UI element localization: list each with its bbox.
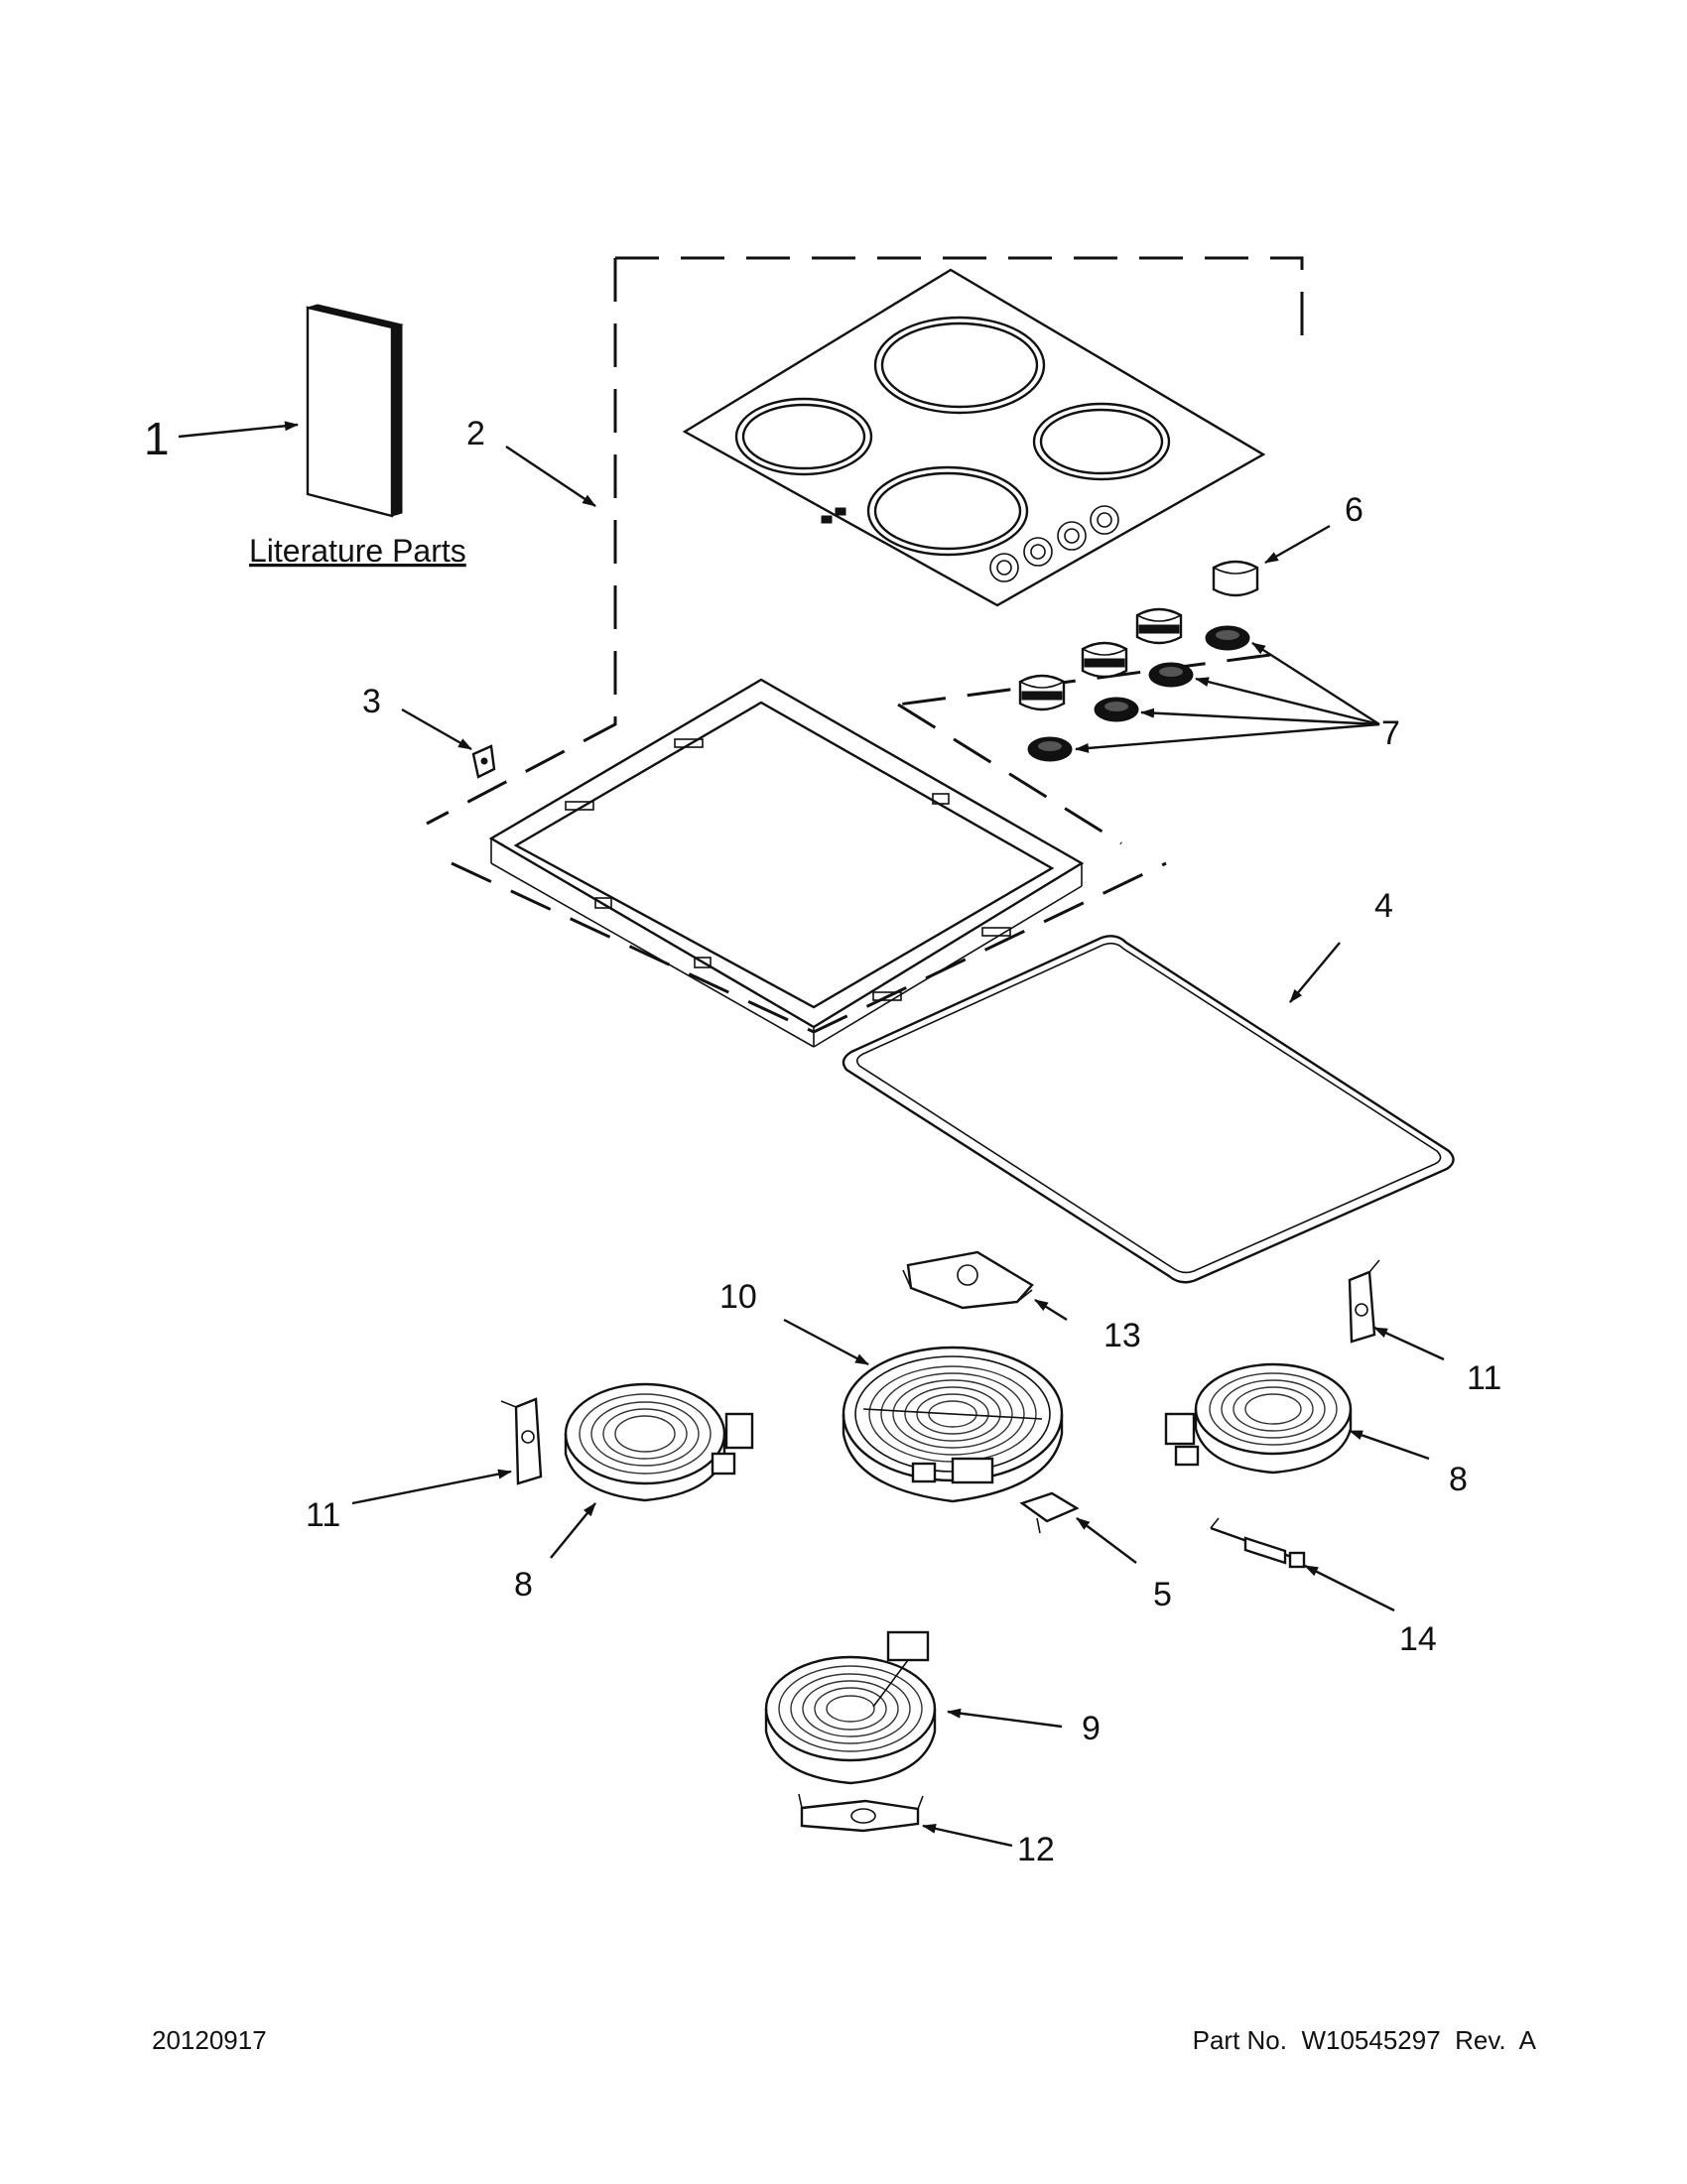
small-radiant-element-left xyxy=(564,1382,754,1502)
small-radiant-element-right xyxy=(1164,1362,1353,1475)
callout-12: 12 xyxy=(1017,1831,1055,1868)
literature-parts-label: Literature Parts xyxy=(249,533,466,569)
callout-5: 5 xyxy=(1153,1576,1172,1613)
mounting-clip xyxy=(471,744,496,779)
callout-arrow-14 xyxy=(1304,1564,1395,1612)
literature-booklet xyxy=(306,304,404,518)
knob-seals xyxy=(1027,625,1250,762)
cooktop-gasket xyxy=(842,935,1455,1284)
element-bracket-bottom xyxy=(798,1793,924,1833)
callout-arrow-8-left xyxy=(550,1502,596,1559)
callout-2: 2 xyxy=(466,415,485,452)
callout-6: 6 xyxy=(1345,491,1363,529)
temperature-limiter xyxy=(1210,1517,1306,1569)
callout-arrow-7a xyxy=(1251,641,1380,726)
callout-7: 7 xyxy=(1381,714,1400,752)
callout-arrow-12 xyxy=(922,1823,1013,1848)
callout-arrow-5 xyxy=(1076,1517,1137,1564)
callout-4: 4 xyxy=(1374,887,1393,925)
callout-arrow-7b xyxy=(1195,677,1380,726)
callout-arrow-8-right xyxy=(1349,1429,1430,1461)
callout-14: 14 xyxy=(1399,1620,1437,1658)
callout-arrow-6 xyxy=(1264,524,1331,565)
footer-part-number: Part No. W10545297 Rev. A xyxy=(1193,2025,1537,2055)
callout-8-left: 8 xyxy=(514,1566,533,1604)
callout-13: 13 xyxy=(1103,1317,1141,1354)
control-knobs xyxy=(1018,560,1259,711)
callout-arrow-11-right xyxy=(1373,1326,1445,1361)
callout-arrow-10 xyxy=(783,1318,869,1366)
large-radiant-element xyxy=(842,1346,1064,1503)
callout-11-left: 11 xyxy=(306,1496,340,1534)
callout-10: 10 xyxy=(719,1278,757,1316)
cooktop-support-frame xyxy=(488,678,1085,1048)
callout-1: 1 xyxy=(144,413,170,464)
element-bracket-left xyxy=(500,1397,543,1485)
callout-arrow-11-left xyxy=(351,1469,512,1505)
callout-8-right: 8 xyxy=(1449,1461,1468,1498)
callout-arrow-7d xyxy=(1075,722,1380,753)
callout-arrow-7c xyxy=(1140,707,1380,726)
element-clip xyxy=(1019,1491,1080,1534)
medium-radiant-element xyxy=(764,1630,937,1785)
element-bracket-right xyxy=(1348,1259,1380,1344)
footer-date: 20120917 xyxy=(152,2025,267,2055)
element-bracket-top xyxy=(902,1250,1034,1310)
callout-arrow-9 xyxy=(947,1708,1063,1729)
glass-cooktop xyxy=(682,268,1266,607)
callout-3: 3 xyxy=(362,683,381,720)
callout-arrow-2 xyxy=(505,446,596,507)
callout-arrow-13 xyxy=(1034,1298,1068,1322)
callout-arrow-4 xyxy=(1289,942,1341,1003)
callout-arrow-3 xyxy=(401,707,472,751)
callout-arrow-1 xyxy=(178,421,299,439)
callout-11-right: 11 xyxy=(1467,1359,1501,1397)
callout-9: 9 xyxy=(1082,1710,1101,1747)
